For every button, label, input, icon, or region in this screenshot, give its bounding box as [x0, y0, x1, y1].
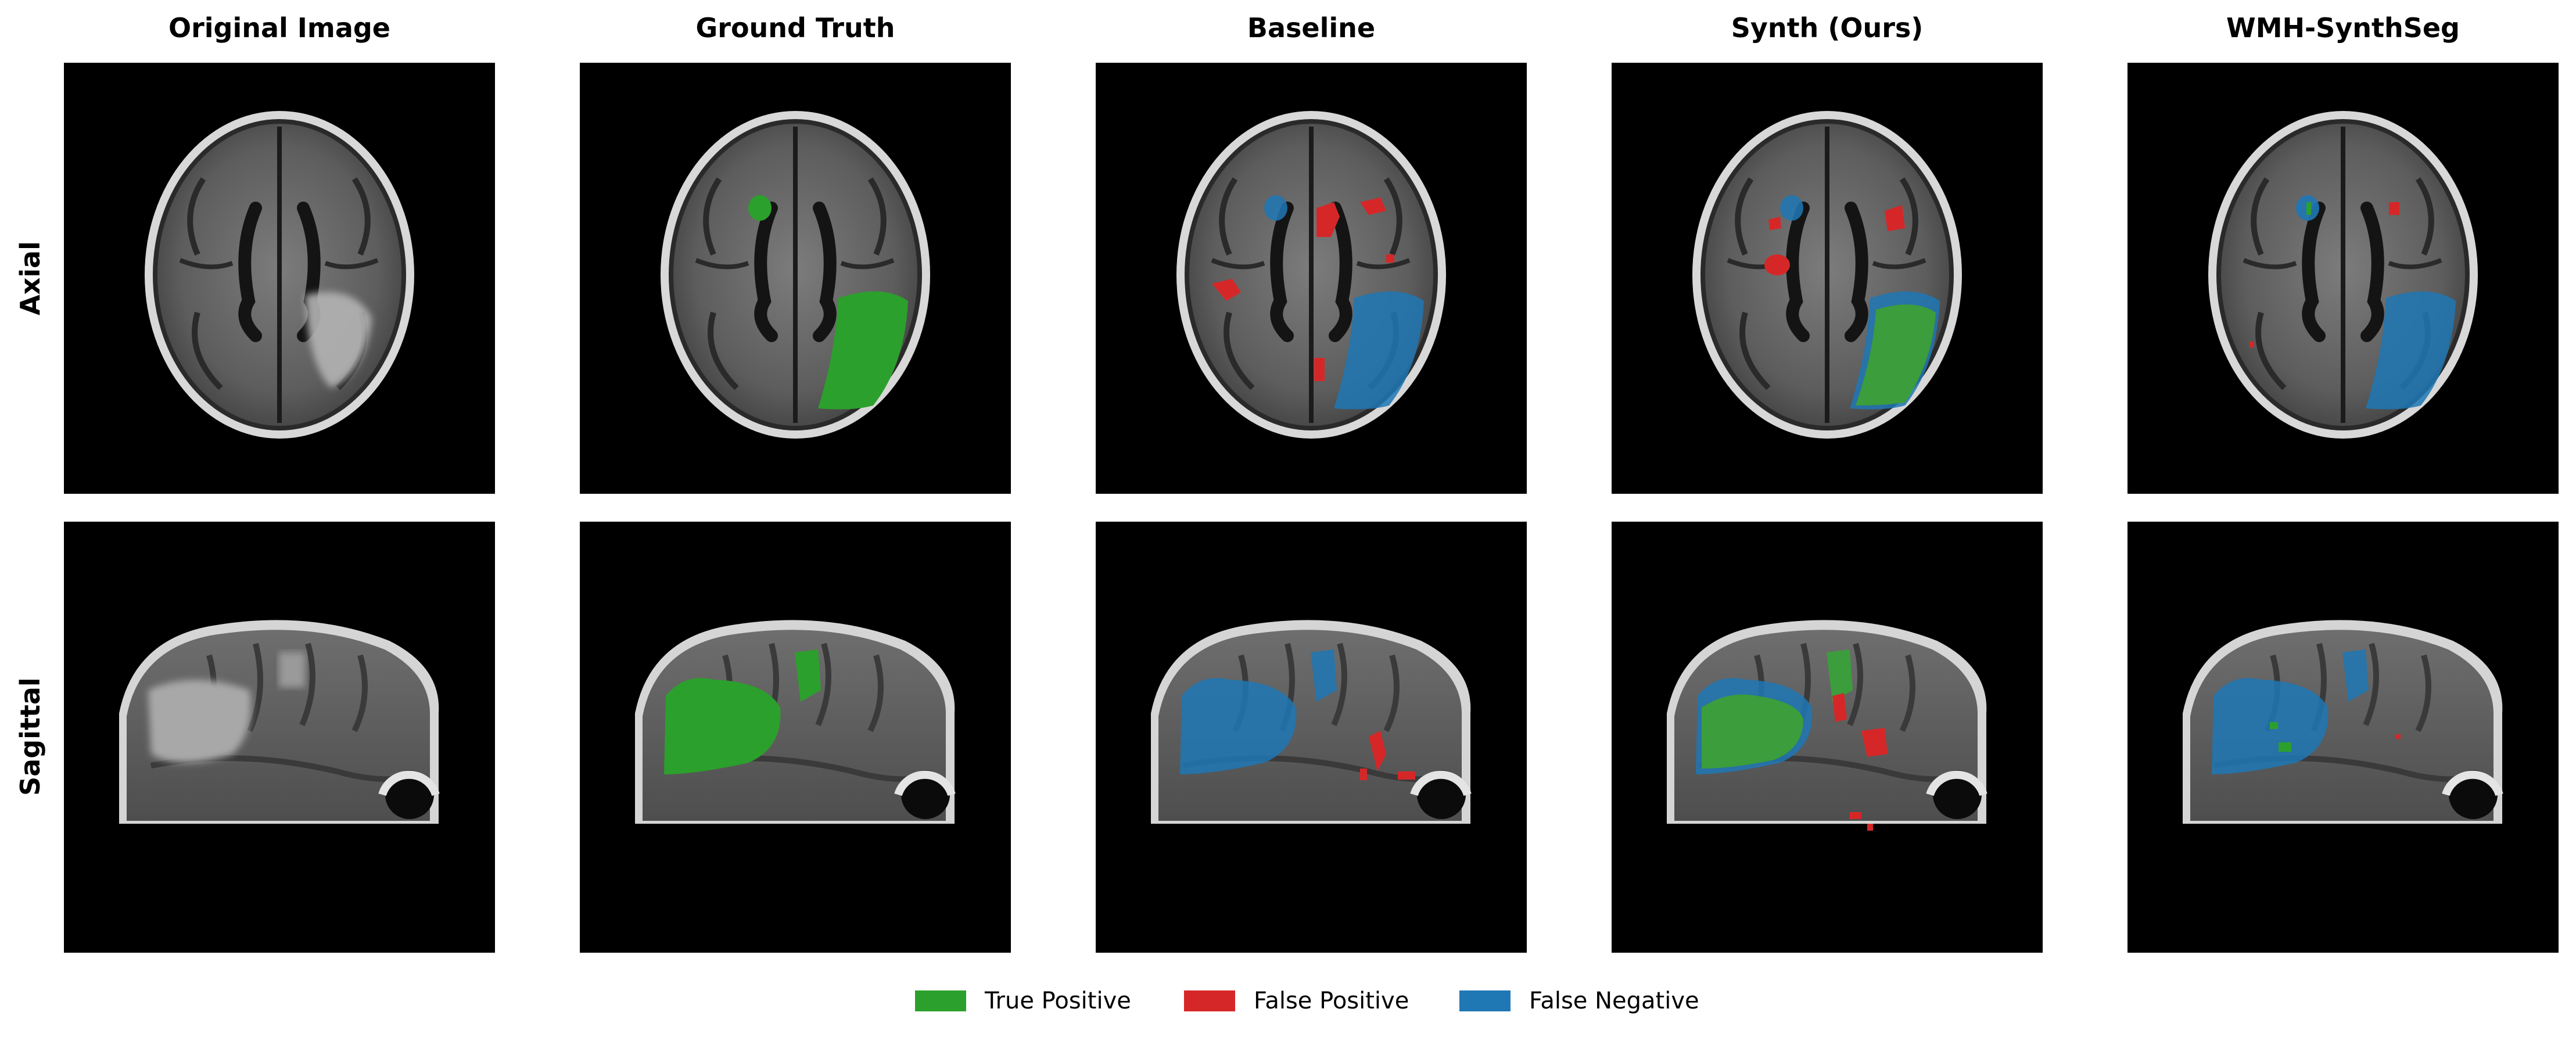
legend-item-false-negative: False Negative: [1459, 986, 1699, 1015]
panel-axial-ground-truth: [580, 63, 1011, 494]
segmentation-axial-ground-truth: [580, 63, 1011, 494]
brain-image-sagittal-original: [64, 522, 495, 953]
legend-label-true-positive: True Positive: [985, 988, 1131, 1014]
panel-sagittal-synth: [1612, 522, 2043, 953]
swatch-false-negative: [1459, 990, 1511, 1011]
column-title-original: Original Image: [168, 12, 391, 44]
row-title-axial: Axial: [15, 241, 46, 315]
column-title-baseline: Baseline: [1247, 12, 1376, 44]
panel-axial-synth: [1612, 63, 2043, 494]
panel-axial-wmh-synthseg: [2127, 63, 2559, 494]
segmentation-sagittal-synth: [1612, 522, 2043, 831]
legend-label-false-negative: False Negative: [1529, 988, 1699, 1014]
segmentation-axial-baseline: [1096, 63, 1527, 494]
row-title-sagittal: Sagittal: [15, 677, 46, 796]
swatch-false-positive: [1184, 990, 1235, 1011]
segmentation-sagittal-baseline: [1096, 522, 1527, 953]
segmentation-sagittal-ground-truth: [580, 522, 1011, 953]
segmentation-axial-wmh-synthseg: [2127, 63, 2559, 494]
legend-label-false-positive: False Positive: [1254, 988, 1409, 1014]
panel-axial-baseline: [1096, 63, 1527, 494]
swatch-true-positive: [915, 990, 966, 1011]
legend: True Positive False Positive False Negat…: [0, 986, 2576, 1015]
segmentation-sagittal-wmh-synthseg: [2127, 522, 2559, 953]
panel-axial-original: [64, 63, 495, 494]
legend-item-true-positive: True Positive: [915, 986, 1131, 1015]
legend-item-false-positive: False Positive: [1184, 986, 1409, 1015]
panel-sagittal-original: [64, 522, 495, 953]
column-title-synth: Synth (Ours): [1731, 12, 1924, 44]
brain-image-axial-original: [64, 63, 495, 494]
column-title-wmh-synthseg: WMH-SynthSeg: [2226, 12, 2460, 44]
panel-sagittal-ground-truth: [580, 522, 1011, 953]
column-title-ground-truth: Ground Truth: [695, 12, 895, 44]
panel-sagittal-baseline: [1096, 522, 1527, 953]
segmentation-axial-synth: [1612, 63, 2043, 494]
panel-sagittal-wmh-synthseg: [2127, 522, 2559, 953]
